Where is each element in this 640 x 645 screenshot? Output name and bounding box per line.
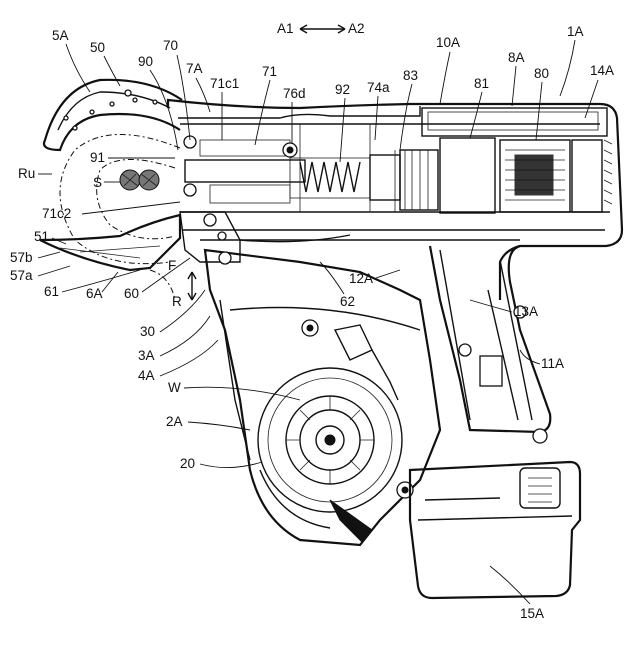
label-71: 71 [262,64,277,79]
label-70: 70 [163,38,178,53]
label-s: S [93,175,102,190]
label-30: 30 [140,324,155,339]
label-a2: A2 [348,21,365,36]
label-8a: 8A [508,50,525,65]
label-61: 61 [44,284,59,299]
label-f: F [168,258,176,273]
label-57a: 57a [10,268,33,283]
label-15a: 15A [520,606,544,621]
label-74a: 74a [367,80,390,95]
label-13a: 13A [514,304,538,319]
direction-arrow-a1-a2: A1 A2 [277,21,365,36]
wire-loop-ru [60,134,180,263]
label-14a: 14A [590,63,614,78]
label-1a: 1A [567,24,584,39]
rebar-s [120,170,159,190]
label-92: 92 [335,82,350,97]
label-51: 51 [34,229,49,244]
magazine-2a [205,250,440,545]
battery-15a [410,462,580,598]
vertical-arrow-f-r [188,272,196,300]
twisting-shaft-71 [184,136,400,203]
label-60: 60 [124,286,139,301]
label-76d: 76d [283,86,306,101]
label-91: 91 [90,150,105,165]
label-ru: Ru [18,166,35,181]
label-81: 81 [474,76,489,91]
label-80: 80 [534,66,549,81]
label-3a: 3A [138,348,155,363]
label-r: R [172,294,182,309]
label-5a: 5A [52,28,69,43]
label-71c2: 71c2 [42,206,71,221]
wire-reel-20 [258,368,402,542]
label-w: W [168,380,181,395]
label-10a: 10A [436,35,460,50]
spring-92 [290,158,370,198]
handle-11a [430,246,550,443]
label-11a: 11A [541,356,564,371]
label-20: 20 [180,456,195,471]
label-2a: 2A [166,414,183,429]
label-57b: 57b [10,250,33,265]
label-62: 62 [340,294,355,309]
induction-guide-6a [40,215,180,300]
label-6a: 6A [86,286,103,301]
label-7a: 7A [186,61,203,76]
label-83: 83 [403,68,418,83]
label-71c1: 71c1 [210,76,239,91]
label-90: 90 [138,54,153,69]
label-50: 50 [90,40,105,55]
label-a1: A1 [277,21,294,36]
label-4a: 4A [138,368,155,383]
label-12a: 12A [349,271,373,286]
